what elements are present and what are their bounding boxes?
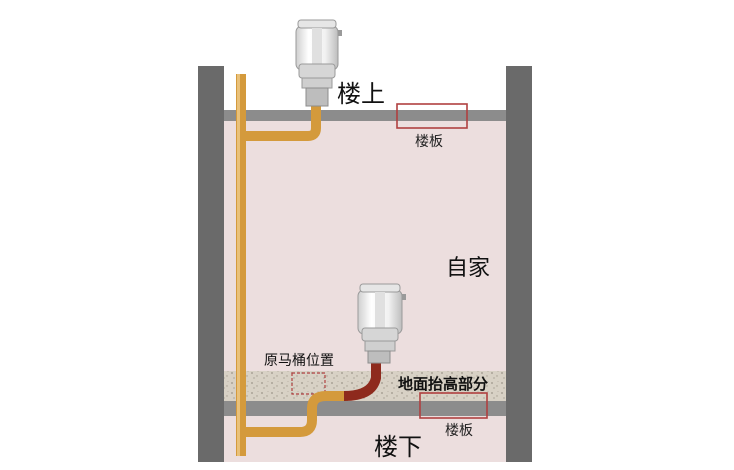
left-wall [198,66,224,462]
original-toilet-marker [291,372,326,395]
label-floor-slab-top: 楼板 [415,134,443,150]
label-upstairs: 楼上 [337,80,385,108]
lower-slab-marker [419,392,488,419]
relocated-drain-pipe [343,358,381,401]
label-own-home: 自家 [446,256,490,281]
lower-floor-slab [224,401,506,416]
label-floor-slab-bottom: 楼板 [445,423,473,439]
lower-drain-pipe [246,391,348,437]
upstairs-toilet-icon [295,19,342,107]
downstairs-room [224,416,506,462]
main-drain-pipe [236,74,246,456]
label-original-toilet-position: 原马桶位置 [264,353,334,369]
label-raised-floor-part: 地面抬高部分 [398,375,488,393]
label-downstairs: 楼下 [374,433,422,461]
right-wall [506,66,532,462]
own-home-toilet-icon [357,283,406,364]
upstairs-drain-pipe [246,95,321,141]
upper-slab-marker [396,103,468,129]
upper-floor-slab [224,110,506,121]
